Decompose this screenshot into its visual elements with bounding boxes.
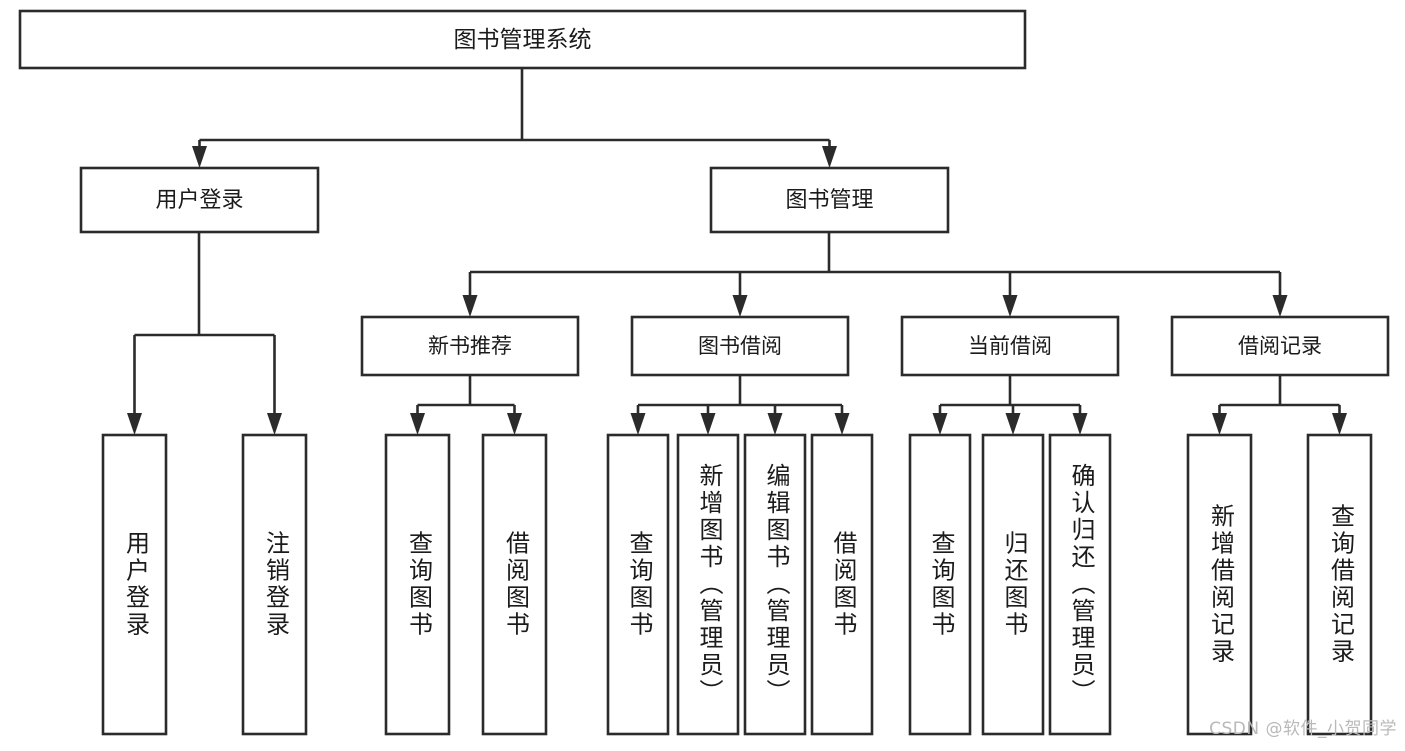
arrow-head-book-manage <box>822 146 837 168</box>
node-layer: 图书管理系统用户登录图书管理新书推荐图书借阅当前借阅借阅记录用户登录注销登录查询… <box>18 9 1390 736</box>
node-user-login[interactable]: 用户登录 <box>79 166 320 234</box>
arrow-head-user-login <box>192 146 207 168</box>
node-box-current-borrow <box>900 315 1120 377</box>
node-label-leaf-confirm-return-admin: 确认归还（管理员） <box>1067 463 1095 706</box>
node-label-leaf-query-book-1: 查询图书 <box>405 531 433 639</box>
arrow-head-new-book-recommend <box>462 295 478 317</box>
node-box-leaf-edit-book-admin <box>743 433 807 736</box>
edge-bookmanage-to-l2 <box>462 232 1288 317</box>
node-box-borrow-record <box>1170 315 1390 377</box>
arrow-head-leaf-query-book-1 <box>410 413 425 435</box>
node-box-root <box>18 9 1027 70</box>
node-label-leaf-edit-book-admin: 编辑图书（管理员） <box>762 463 790 706</box>
node-label-leaf-add-book-admin: 新增图书（管理员） <box>695 463 723 706</box>
arrow-head-leaf-return-book <box>1005 413 1021 435</box>
node-leaf-query-borrow-record[interactable]: 查询借阅记录 <box>1306 433 1373 736</box>
arrow-head-leaf-borrow-book-2 <box>834 413 850 435</box>
edge-currentborrow-to-leaves <box>932 375 1088 435</box>
edge-layer <box>127 68 1347 435</box>
node-box-leaf-query-borrow-record <box>1306 433 1373 736</box>
node-box-leaf-query-book-3 <box>908 433 972 736</box>
node-box-leaf-return-book <box>981 433 1045 736</box>
arrow-head-leaf-query-book-3 <box>932 413 948 435</box>
node-label-borrow-record: 借阅记录 <box>1238 334 1322 358</box>
node-box-leaf-add-borrow-record <box>1186 433 1253 736</box>
node-box-leaf-borrow-book-2 <box>810 433 874 736</box>
node-root[interactable]: 图书管理系统 <box>18 9 1027 70</box>
arrow-head-leaf-query-book-2 <box>630 413 646 435</box>
node-label-leaf-logout-login: 注销登录 <box>262 531 290 639</box>
node-leaf-query-book-1[interactable]: 查询图书 <box>384 433 451 736</box>
node-new-book-recommend[interactable]: 新书推荐 <box>360 315 580 377</box>
node-current-borrow[interactable]: 当前借阅 <box>900 315 1120 377</box>
node-book-manage[interactable]: 图书管理 <box>709 166 950 234</box>
node-label-current-borrow: 当前借阅 <box>968 334 1052 358</box>
edge-newbook-to-leaves <box>410 375 522 435</box>
node-label-leaf-add-borrow-record: 新增借阅记录 <box>1207 504 1235 666</box>
node-label-leaf-borrow-book-2: 借阅图书 <box>829 531 857 639</box>
node-box-leaf-query-book-2 <box>606 433 670 736</box>
node-label-book-borrow: 图书借阅 <box>698 334 782 358</box>
edge-userlogin-to-leaves <box>127 232 282 435</box>
node-leaf-add-book-admin[interactable]: 新增图书（管理员） <box>676 433 740 736</box>
node-label-leaf-borrow-book-1: 借阅图书 <box>502 531 530 639</box>
node-label-leaf-query-book-3: 查询图书 <box>927 531 955 639</box>
node-box-leaf-confirm-return-admin <box>1048 433 1112 736</box>
node-label-leaf-query-book-2: 查询图书 <box>625 531 653 639</box>
node-book-borrow[interactable]: 图书借阅 <box>630 315 850 377</box>
edge-bookborrow-to-leaves <box>630 375 850 435</box>
node-leaf-add-borrow-record[interactable]: 新增借阅记录 <box>1186 433 1253 736</box>
node-label-new-book-recommend: 新书推荐 <box>428 334 512 358</box>
node-leaf-user-login[interactable]: 用户登录 <box>101 433 168 736</box>
node-box-book-manage <box>709 166 950 234</box>
node-leaf-query-book-3[interactable]: 查询图书 <box>908 433 972 736</box>
node-box-leaf-user-login <box>101 433 168 736</box>
node-box-book-borrow <box>630 315 850 377</box>
arrow-head-leaf-borrow-book-1 <box>507 413 522 435</box>
node-leaf-return-book[interactable]: 归还图书 <box>981 433 1045 736</box>
node-label-book-manage: 图书管理 <box>785 188 873 213</box>
arrow-head-leaf-logout-login <box>267 413 282 435</box>
arrow-head-book-borrow <box>732 295 748 317</box>
node-label-user-login: 用户登录 <box>155 188 243 213</box>
arrow-head-borrow-record <box>1272 295 1288 317</box>
arrow-head-leaf-add-borrow-record <box>1212 413 1227 435</box>
node-label-leaf-return-book: 归还图书 <box>1000 531 1028 639</box>
watermark-text: CSDN @软件_小贺同学 <box>1209 719 1397 739</box>
edge-root-to-l1 <box>192 68 837 168</box>
node-leaf-query-book-2[interactable]: 查询图书 <box>606 433 670 736</box>
node-box-user-login <box>79 166 320 234</box>
node-leaf-confirm-return-admin[interactable]: 确认归还（管理员） <box>1048 433 1112 736</box>
node-leaf-logout-login[interactable]: 注销登录 <box>241 433 308 736</box>
node-box-leaf-query-book-1 <box>384 433 451 736</box>
arrow-head-current-borrow <box>1002 295 1018 317</box>
node-box-leaf-logout-login <box>241 433 308 736</box>
arrow-head-leaf-query-borrow-record <box>1332 413 1347 435</box>
node-label-root: 图书管理系统 <box>454 27 592 53</box>
node-leaf-edit-book-admin[interactable]: 编辑图书（管理员） <box>743 433 807 736</box>
arrow-head-leaf-edit-book-admin <box>767 413 783 435</box>
arrow-head-leaf-add-book-admin <box>700 413 716 435</box>
node-box-leaf-add-book-admin <box>676 433 740 736</box>
node-box-leaf-borrow-book-1 <box>481 433 548 736</box>
node-label-leaf-user-login: 用户登录 <box>122 531 150 639</box>
node-label-leaf-query-borrow-record: 查询借阅记录 <box>1327 504 1355 666</box>
node-borrow-record[interactable]: 借阅记录 <box>1170 315 1390 377</box>
node-leaf-borrow-book-1[interactable]: 借阅图书 <box>481 433 548 736</box>
node-box-new-book-recommend <box>360 315 580 377</box>
arrow-head-leaf-confirm-return-admin <box>1072 413 1088 435</box>
node-leaf-borrow-book-2[interactable]: 借阅图书 <box>810 433 874 736</box>
arrow-head-leaf-user-login <box>127 413 142 435</box>
edge-borrowrecord-to-leaves <box>1212 375 1347 435</box>
